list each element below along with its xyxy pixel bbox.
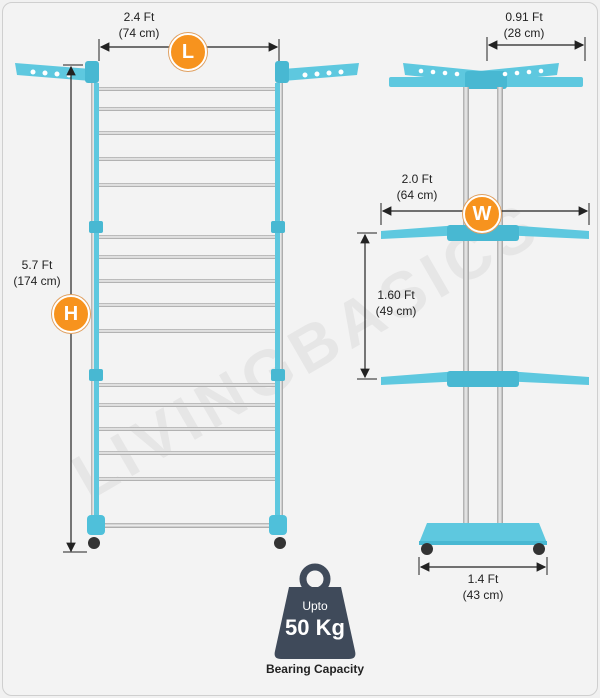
base-label: 1.4 Ft (43 cm) bbox=[462, 572, 504, 602]
front-right-wing bbox=[283, 63, 359, 81]
front-left-wing bbox=[15, 63, 91, 81]
height-badge: H bbox=[52, 295, 90, 333]
length-label: 2.4 Ft (74 cm) bbox=[118, 10, 160, 40]
capacity-weight: 50 Kg bbox=[285, 615, 345, 640]
tier-gap-label: 1.60 Ft (49 cm) bbox=[375, 288, 417, 318]
dryer-drawing bbox=[15, 37, 590, 659]
capacity-caption: Bearing Capacity bbox=[265, 662, 365, 676]
front-view bbox=[15, 39, 359, 553]
width-label: 2.0 Ft (64 cm) bbox=[396, 172, 438, 202]
side-top-label: 0.91 Ft (28 cm) bbox=[503, 10, 545, 40]
width-badge: W bbox=[463, 195, 501, 233]
weight-icon bbox=[274, 563, 356, 659]
capacity-upto: Upto bbox=[302, 599, 328, 613]
length-badge: L bbox=[169, 33, 207, 71]
height-label: 5.7 Ft (174 cm) bbox=[13, 258, 61, 288]
